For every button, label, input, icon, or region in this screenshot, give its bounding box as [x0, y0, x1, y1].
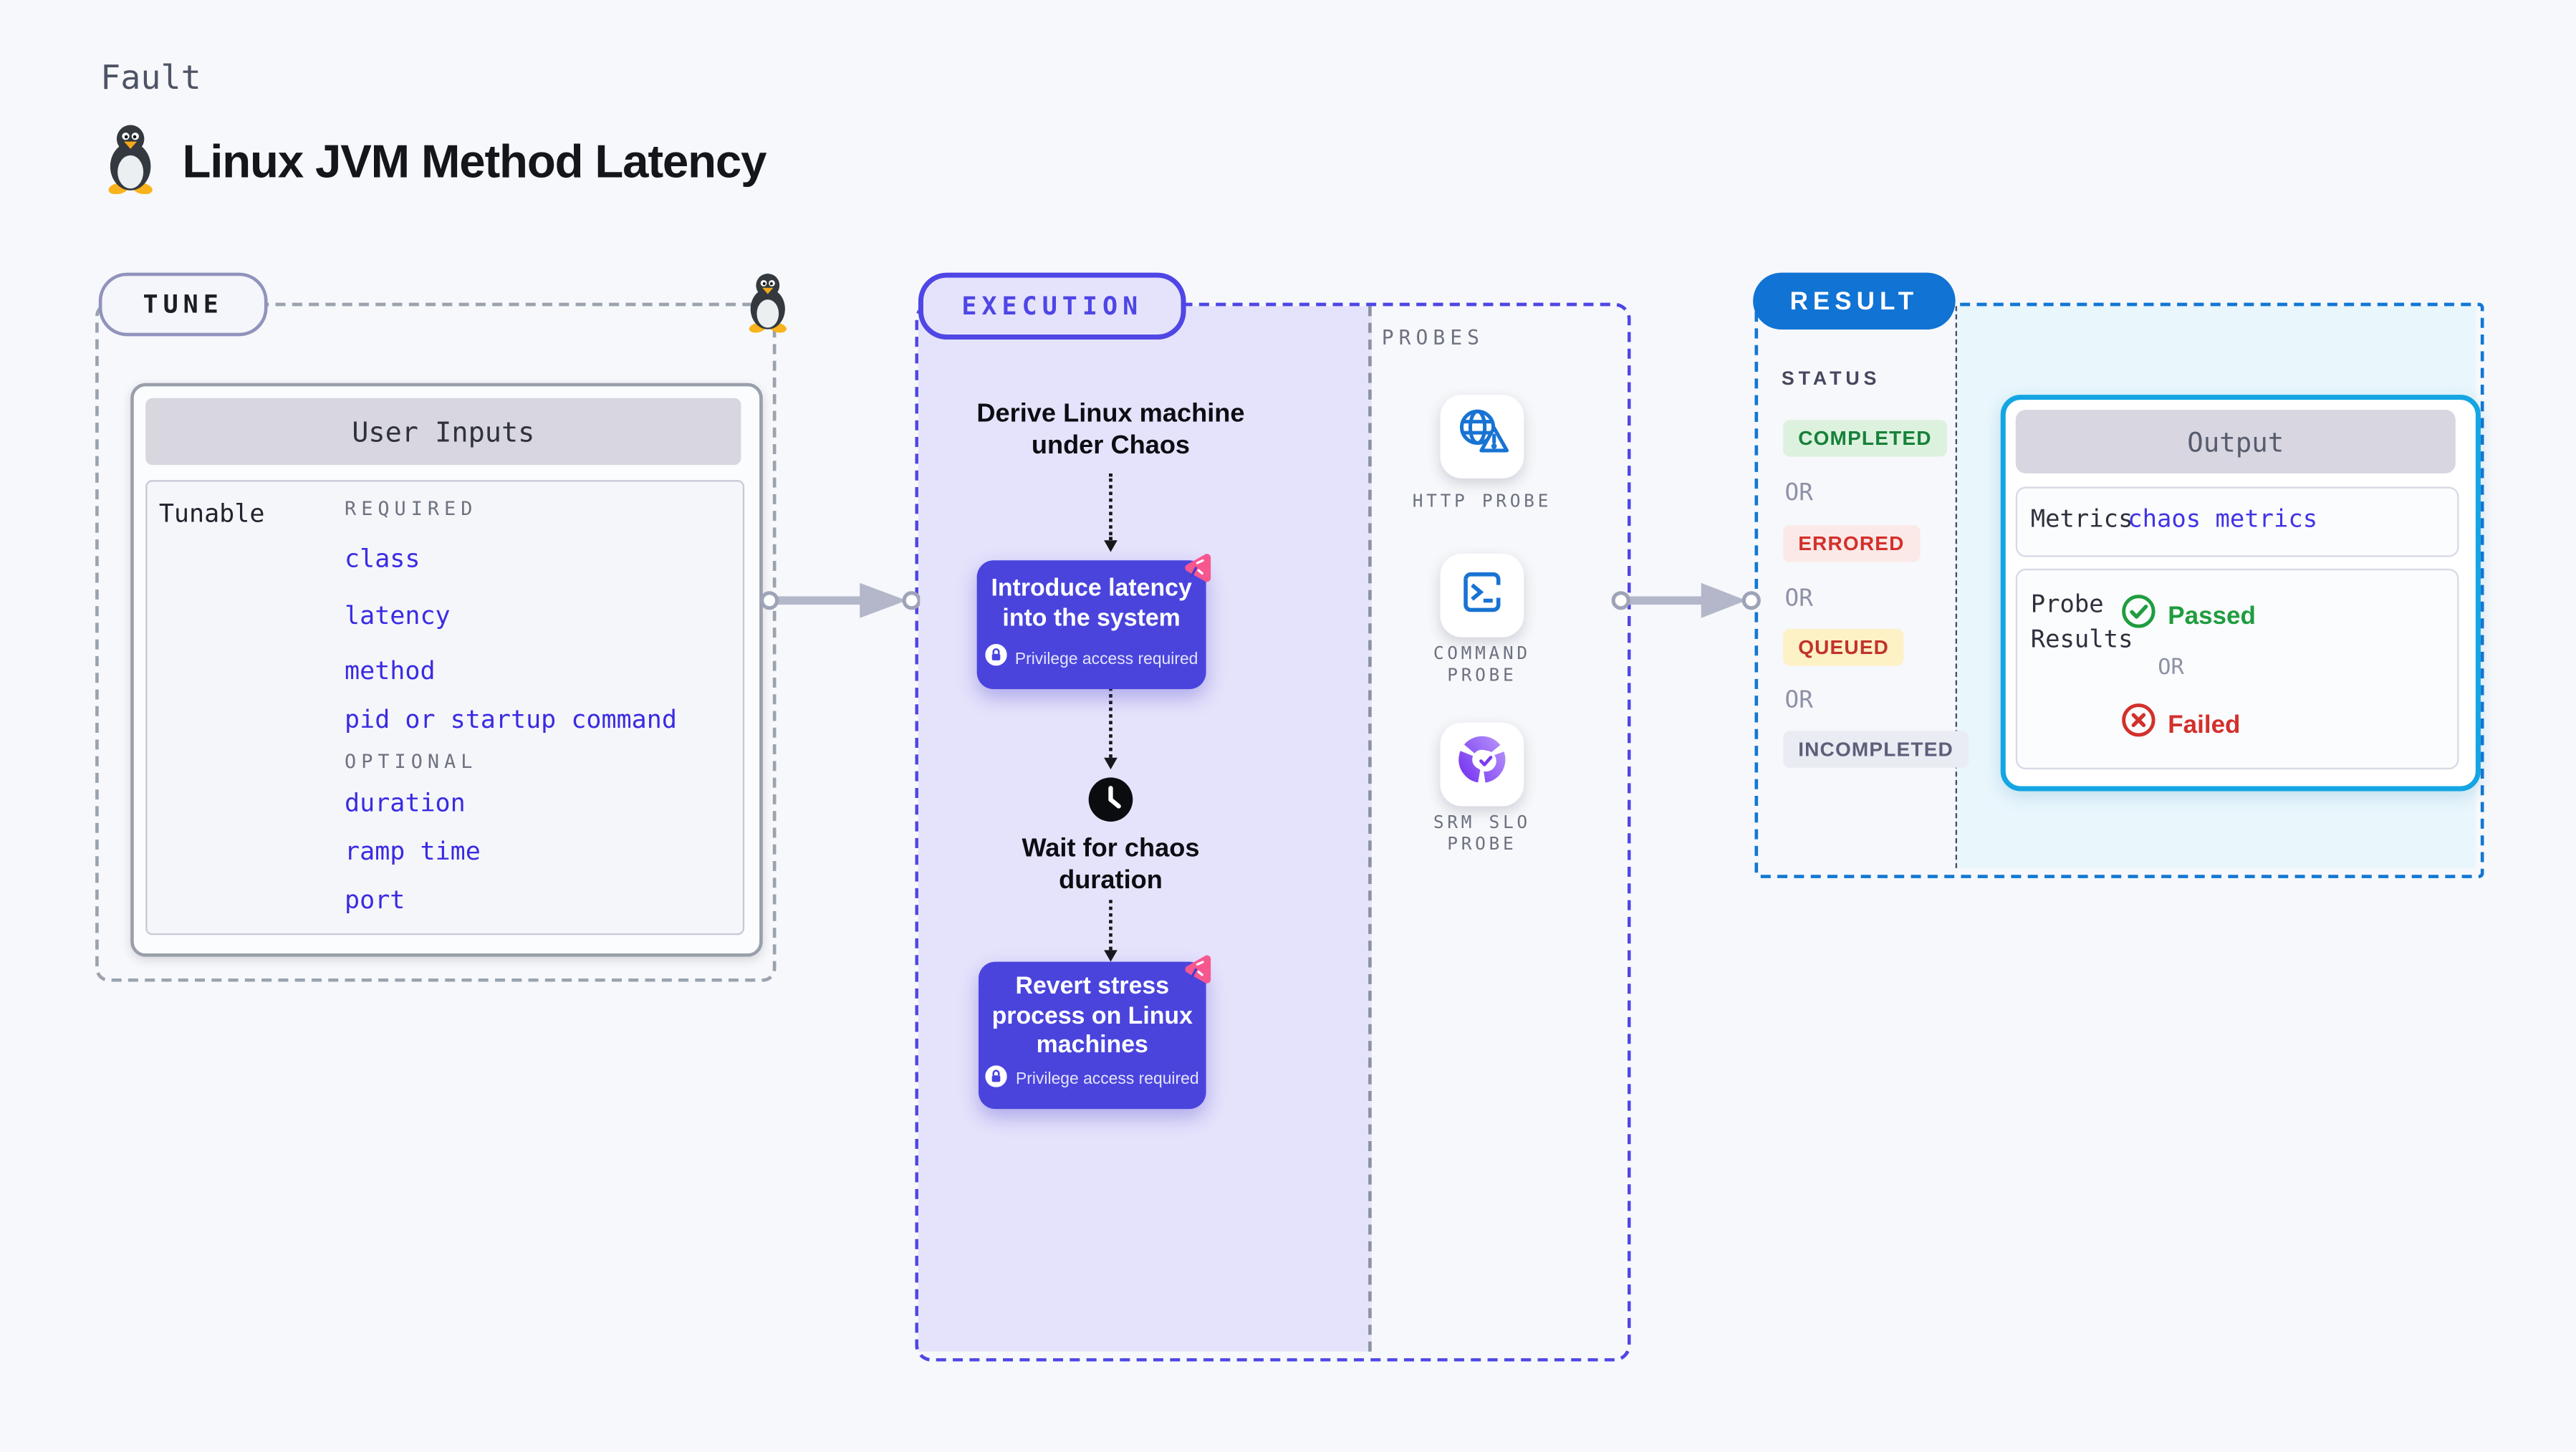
failed-label: Failed: [2168, 710, 2241, 739]
execution-pill: EXECUTION: [918, 272, 1186, 340]
tunable-row-label: Tunable: [158, 498, 265, 529]
execution-steps-area: [918, 306, 1372, 1352]
probe-results-row: [2015, 568, 2459, 770]
privilege-note-text: Privilege access required: [1016, 1070, 1199, 1090]
connector-dotted-1: [1109, 473, 1112, 541]
tunable-ramp-time: ramp time: [345, 836, 481, 867]
connector-arrowhead-3: [1102, 950, 1117, 962]
lock-icon: [984, 643, 1007, 674]
privilege-note-row: Privilege access required: [977, 643, 1206, 689]
status-heading: STATUS: [1781, 370, 1881, 390]
status-badge-queued: QUEUED: [1783, 628, 1905, 666]
privilege-note-row: Privilege access required: [979, 1064, 1206, 1108]
tune-section-frame: [95, 302, 777, 982]
probe-result-failed: Failed: [2121, 703, 2241, 746]
probe-results-label: Probe Results: [2030, 592, 2133, 655]
fault-eyebrow: Fault: [100, 57, 201, 97]
result-section-frame: [1754, 302, 2484, 878]
linux-penguin-icon: [743, 269, 793, 341]
tunable-duration: duration: [345, 787, 466, 818]
page-title: Linux JVM Method Latency: [182, 134, 767, 187]
status-badge-errored: ERRORED: [1783, 525, 1920, 562]
or-separator: OR: [1784, 687, 1813, 715]
srm-slo-probe-label: SRM SLO PROBE: [1433, 812, 1531, 855]
check-circle-icon: [2121, 594, 2156, 638]
introduce-latency-step-card: Introduce latency into the system Privil…: [976, 560, 1206, 690]
or-separator: OR: [1784, 585, 1813, 612]
probe-result-passed: Passed: [2121, 594, 2256, 638]
or-separator: OR: [1784, 480, 1813, 507]
derive-step-text: Derive Linux machine under Chaos: [976, 400, 1245, 461]
terminal-icon: [1453, 563, 1510, 628]
title-row: Linux JVM Method Latency: [100, 120, 766, 202]
flow-arrow-tune-to-execution: [759, 579, 921, 630]
chaos-experiment-icon: [1183, 950, 1214, 996]
tunable-method: method: [345, 655, 436, 686]
tunables-panel: [145, 480, 745, 936]
srm-slo-probe-card: [1440, 722, 1524, 807]
connector-dotted-2: [1109, 682, 1112, 758]
flow-arrow-execution-to-result: [1611, 579, 1762, 630]
chaos-experiment-icon: [1183, 549, 1214, 595]
revert-stress-text: Revert stress process on Linux machines: [991, 973, 1193, 1059]
introduce-latency-text: Introduce latency into the system: [991, 575, 1192, 632]
passed-label: Passed: [2168, 601, 2256, 630]
privilege-note-text: Privilege access required: [1014, 650, 1198, 668]
probes-heading: PROBES: [1381, 326, 1485, 350]
clock-icon: [1087, 776, 1134, 831]
x-circle-icon: [2121, 703, 2156, 746]
tune-pill: TUNE: [98, 272, 268, 337]
tunable-port: port: [345, 885, 405, 915]
revert-stress-step-card: Revert stress process on Linux machines …: [979, 961, 1206, 1108]
linux-penguin-icon: [100, 120, 160, 202]
slo-donut-check-icon: [1452, 730, 1512, 799]
command-probe-card: [1440, 553, 1524, 638]
metrics-row: [2015, 486, 2459, 557]
lock-icon: [985, 1064, 1008, 1095]
tunable-latency: latency: [345, 600, 451, 631]
result-pill: RESULT: [1753, 272, 1956, 330]
status-badge-completed: COMPLETED: [1783, 420, 1947, 457]
execution-section-frame: [915, 302, 1631, 1362]
connector-arrowhead-1: [1102, 540, 1117, 552]
tunable-class: class: [345, 543, 420, 574]
http-probe-card: [1440, 395, 1524, 479]
http-probe-label: HTTP PROBE: [1412, 491, 1552, 512]
optional-heading: OPTIONAL: [345, 749, 478, 773]
metrics-value: chaos metrics: [2128, 506, 2318, 534]
wait-step-text: Wait for chaos duration: [1022, 835, 1200, 895]
command-probe-label: COMMAND PROBE: [1433, 643, 1531, 686]
metrics-label: Metrics: [2030, 506, 2133, 534]
globe-alert-icon: [1452, 403, 1512, 471]
connector-dotted-3: [1109, 900, 1112, 951]
status-badge-incompleted: INCOMPLETED: [1783, 731, 1969, 768]
connector-arrowhead-2: [1102, 757, 1117, 770]
required-heading: REQUIRED: [345, 496, 478, 521]
user-inputs-title: User Inputs: [145, 398, 741, 466]
or-separator: OR: [2158, 655, 2184, 681]
tunable-pid-or-startup-command: pid or startup command: [345, 704, 677, 735]
output-title: Output: [2015, 410, 2456, 473]
